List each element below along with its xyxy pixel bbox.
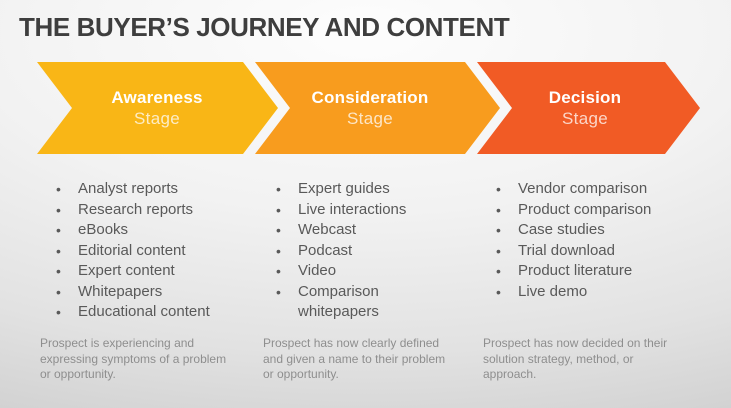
- list-item: Editorial content: [48, 241, 213, 262]
- list-item: Webcast: [268, 220, 408, 241]
- list-item: Video: [268, 261, 408, 282]
- list-item: Vendor comparison: [488, 179, 653, 200]
- list-item: Comparison whitepapers: [268, 282, 408, 323]
- page-title: THE BUYER’S JOURNEY AND CONTENT: [19, 12, 510, 42]
- consideration-chevron-shape: [255, 62, 500, 154]
- list-item: Educational content: [48, 302, 213, 323]
- list-item: Research reports: [48, 200, 213, 221]
- list-item: Live interactions: [268, 200, 408, 221]
- decision-chevron-shape: [477, 62, 700, 154]
- stage-sub-consideration: Stage: [347, 109, 393, 128]
- awareness-chevron-shape: [37, 62, 278, 154]
- stage-sub-awareness: Stage: [134, 109, 180, 128]
- list-item: Expert content: [48, 261, 213, 282]
- decision-description: Prospect has now decided on their soluti…: [483, 336, 668, 381]
- stage-label-awareness: Awareness Stage: [57, 87, 257, 129]
- stage-name-consideration: Consideration: [311, 88, 429, 107]
- stage-name-decision: Decision: [548, 88, 622, 107]
- decision-content-list: Vendor comparison Product comparison Cas…: [488, 179, 653, 302]
- stage-label-decision: Decision Stage: [485, 87, 685, 129]
- consideration-description: Prospect has now clearly defined and giv…: [263, 336, 446, 381]
- list-item: Product comparison: [488, 200, 653, 221]
- list-item: eBooks: [48, 220, 213, 241]
- list-item: Live demo: [488, 282, 653, 303]
- awareness-description: Prospect is experiencing and expressing …: [40, 336, 227, 381]
- list-item: Podcast: [268, 241, 408, 262]
- list-item: Case studies: [488, 220, 653, 241]
- awareness-content-list: Analyst reports Research reports eBooks …: [48, 179, 213, 323]
- stage-label-consideration: Consideration Stage: [270, 87, 470, 129]
- list-item: Expert guides: [268, 179, 408, 200]
- list-item: Analyst reports: [48, 179, 213, 200]
- list-item: Trial download: [488, 241, 653, 262]
- journey-arrows-graphic: [37, 62, 700, 154]
- stage-sub-decision: Stage: [562, 109, 608, 128]
- stage-name-awareness: Awareness: [111, 88, 203, 107]
- list-item: Product literature: [488, 261, 653, 282]
- list-item: Whitepapers: [48, 282, 213, 303]
- consideration-content-list: Expert guides Live interactions Webcast …: [268, 179, 408, 323]
